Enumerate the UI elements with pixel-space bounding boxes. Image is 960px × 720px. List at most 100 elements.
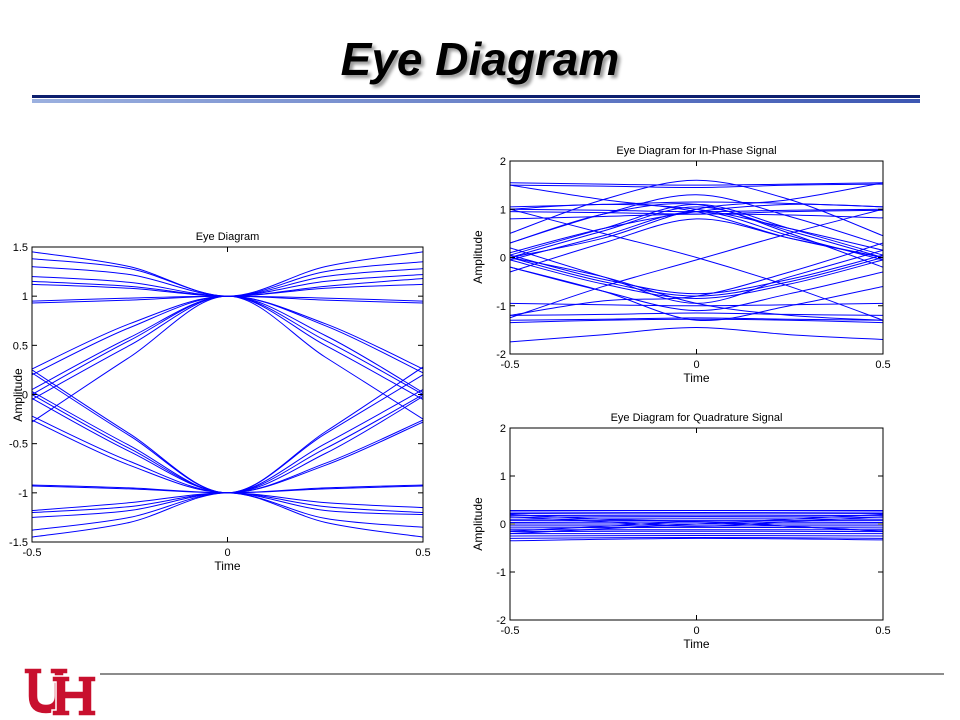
series-trace-30 (510, 257, 883, 321)
x-tick-label: 0 (224, 547, 230, 559)
chart-in-phase: -0.5 0 0.5 -2 -1 0 1 2 Eye Diagram for In-Phase … (471, 145, 891, 385)
series-trace-13 (32, 295, 423, 423)
series-trace-7 (32, 295, 423, 304)
x-tick-label: -0.5 (23, 547, 42, 559)
x-axis-label: Time (214, 559, 241, 573)
y-tick-label: 0.5 (13, 340, 28, 352)
series-trace-13 (510, 211, 883, 261)
y-tick-label: -2 (496, 349, 506, 361)
series-trace-18 (510, 513, 883, 535)
plot-frame (509, 427, 884, 621)
series-trace-20 (510, 247, 883, 304)
series-trace-18 (32, 492, 423, 512)
series-trace-8 (510, 312, 883, 316)
series-trace-9 (32, 295, 423, 376)
y-tick-label: 2 (500, 156, 506, 168)
series-trace-12 (32, 295, 423, 400)
chart-title: Eye Diagram (196, 231, 260, 243)
series-trace-1 (32, 258, 423, 297)
chart-title: Eye Diagram for In-Phase Signal (616, 145, 776, 157)
series-group (510, 179, 883, 343)
series-trace-29 (510, 242, 883, 316)
series-trace-24 (510, 182, 883, 258)
x-tick-label: 0 (693, 359, 699, 371)
series-trace-7 (510, 318, 883, 324)
series-trace-26 (510, 208, 883, 321)
series-group (32, 251, 423, 538)
y-tick-label: 2 (500, 423, 506, 435)
x-tick-label: -0.5 (501, 625, 520, 637)
title-underline-dark (32, 95, 920, 98)
series-trace-2 (510, 201, 883, 208)
series-trace-10 (32, 295, 423, 393)
series-trace-25 (32, 396, 423, 494)
x-tick-label: 0.5 (875, 359, 890, 371)
series-trace-0 (510, 182, 883, 186)
chart-title: Eye Diagram for Quadrature Signal (611, 412, 783, 424)
series-trace-16 (32, 492, 423, 518)
series-trace-19 (32, 485, 423, 494)
series-trace-27 (32, 372, 423, 494)
y-tick-label: 1 (500, 204, 506, 216)
series-trace-20 (32, 484, 423, 494)
series-trace-15 (32, 492, 423, 531)
y-tick-label: 0 (500, 519, 506, 531)
y-tick-label: 1.5 (13, 242, 28, 254)
series-trace-8 (32, 295, 423, 370)
y-tick-label: -1.5 (9, 537, 28, 549)
title-underline-gradient (32, 99, 920, 103)
series-trace-16 (510, 537, 883, 542)
series-trace-5 (32, 283, 423, 297)
x-tick-label: 0 (693, 625, 699, 637)
series-trace-28 (510, 203, 883, 268)
series-trace-23 (32, 394, 423, 494)
series-trace-16 (510, 218, 883, 273)
series-trace-24 (32, 389, 423, 494)
series-group (510, 510, 883, 542)
y-axis-label: Amplitude (11, 368, 25, 422)
series-trace-4 (32, 277, 423, 297)
y-tick-label: 1 (500, 471, 506, 483)
y-tick-label: -1 (496, 301, 506, 313)
series-trace-27 (510, 208, 883, 319)
series-trace-9 (510, 302, 883, 307)
series-trace-31 (510, 266, 883, 322)
series-trace-21 (32, 415, 423, 494)
x-tick-label: -0.5 (501, 359, 520, 371)
series-trace-5 (510, 213, 883, 220)
y-axis-label: Amplitude (471, 230, 485, 284)
series-trace-19 (510, 259, 883, 300)
slide-title: Eye Diagram (340, 33, 620, 85)
plot-frame (31, 246, 424, 543)
series-trace-10 (510, 326, 883, 343)
series-trace-14 (510, 194, 883, 246)
x-tick-label: 0.5 (875, 625, 890, 637)
series-trace-22 (32, 419, 423, 494)
series-trace-6 (510, 317, 883, 321)
series-trace-0 (32, 251, 423, 297)
series-trace-3 (32, 274, 423, 297)
y-tick-label: -1 (18, 488, 28, 500)
series-trace-20 (510, 521, 883, 532)
series-trace-12 (510, 203, 883, 256)
series-trace-17 (510, 257, 883, 297)
footer-rule (100, 673, 944, 675)
x-axis-label: Time (683, 637, 710, 651)
y-tick-label: -1 (496, 567, 506, 579)
series-trace-26 (32, 366, 423, 494)
series-trace-1 (510, 183, 883, 189)
y-axis-label: Amplitude (471, 497, 485, 551)
y-tick-label: 0 (500, 253, 506, 265)
y-tick-label: -2 (496, 615, 506, 627)
series-trace-17 (510, 513, 883, 532)
series-trace-23 (510, 203, 883, 251)
series-trace-25 (510, 203, 883, 254)
series-trace-2 (32, 266, 423, 297)
series-trace-19 (510, 516, 883, 527)
series-trace-14 (32, 492, 423, 538)
series-trace-15 (510, 179, 883, 237)
y-tick-label: 1 (22, 291, 28, 303)
series-trace-11 (32, 295, 423, 395)
